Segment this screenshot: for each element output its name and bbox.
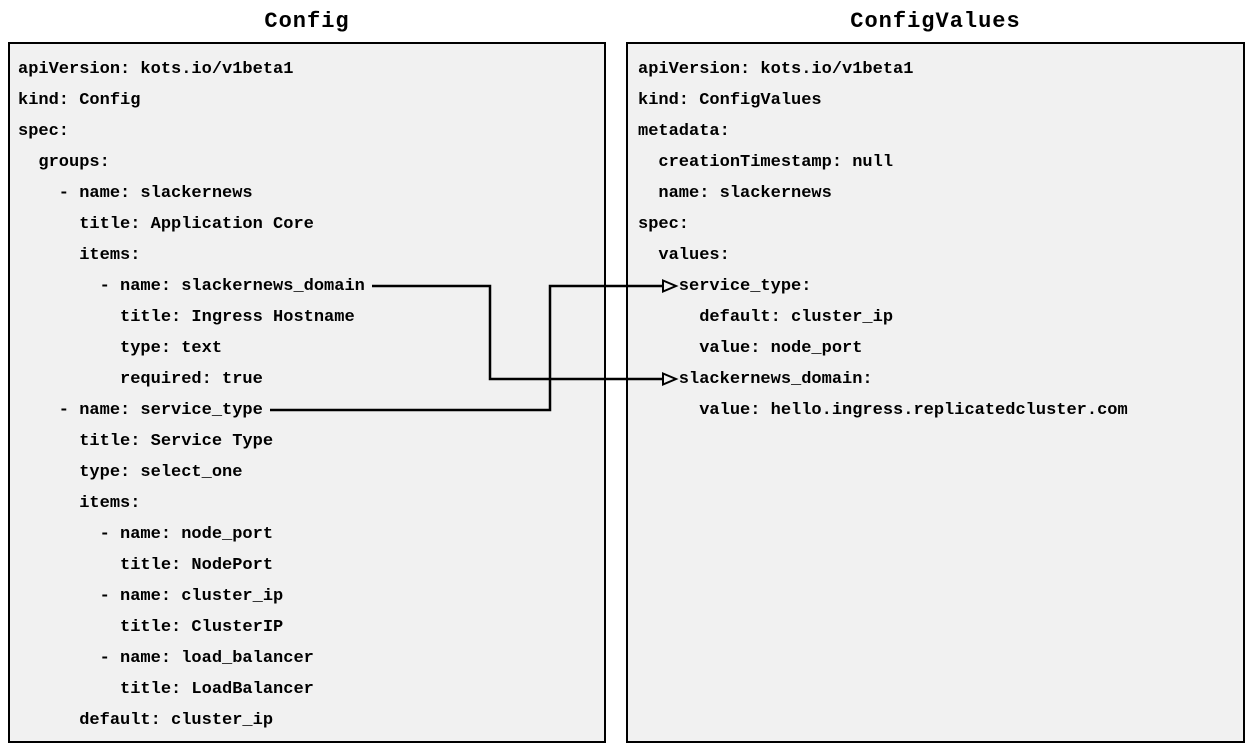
config-yaml-code: apiVersion: kots.io/v1beta1 kind: Config… [18, 60, 365, 730]
configvalues-panel-title: ConfigValues [850, 9, 1021, 34]
config-panel: apiVersion: kots.io/v1beta1 kind: Config… [8, 42, 606, 743]
configvalues-yaml-code: apiVersion: kots.io/v1beta1 kind: Config… [638, 60, 1128, 420]
config-panel-title: Config [264, 9, 350, 34]
configvalues-panel: apiVersion: kots.io/v1beta1 kind: Config… [626, 42, 1245, 743]
